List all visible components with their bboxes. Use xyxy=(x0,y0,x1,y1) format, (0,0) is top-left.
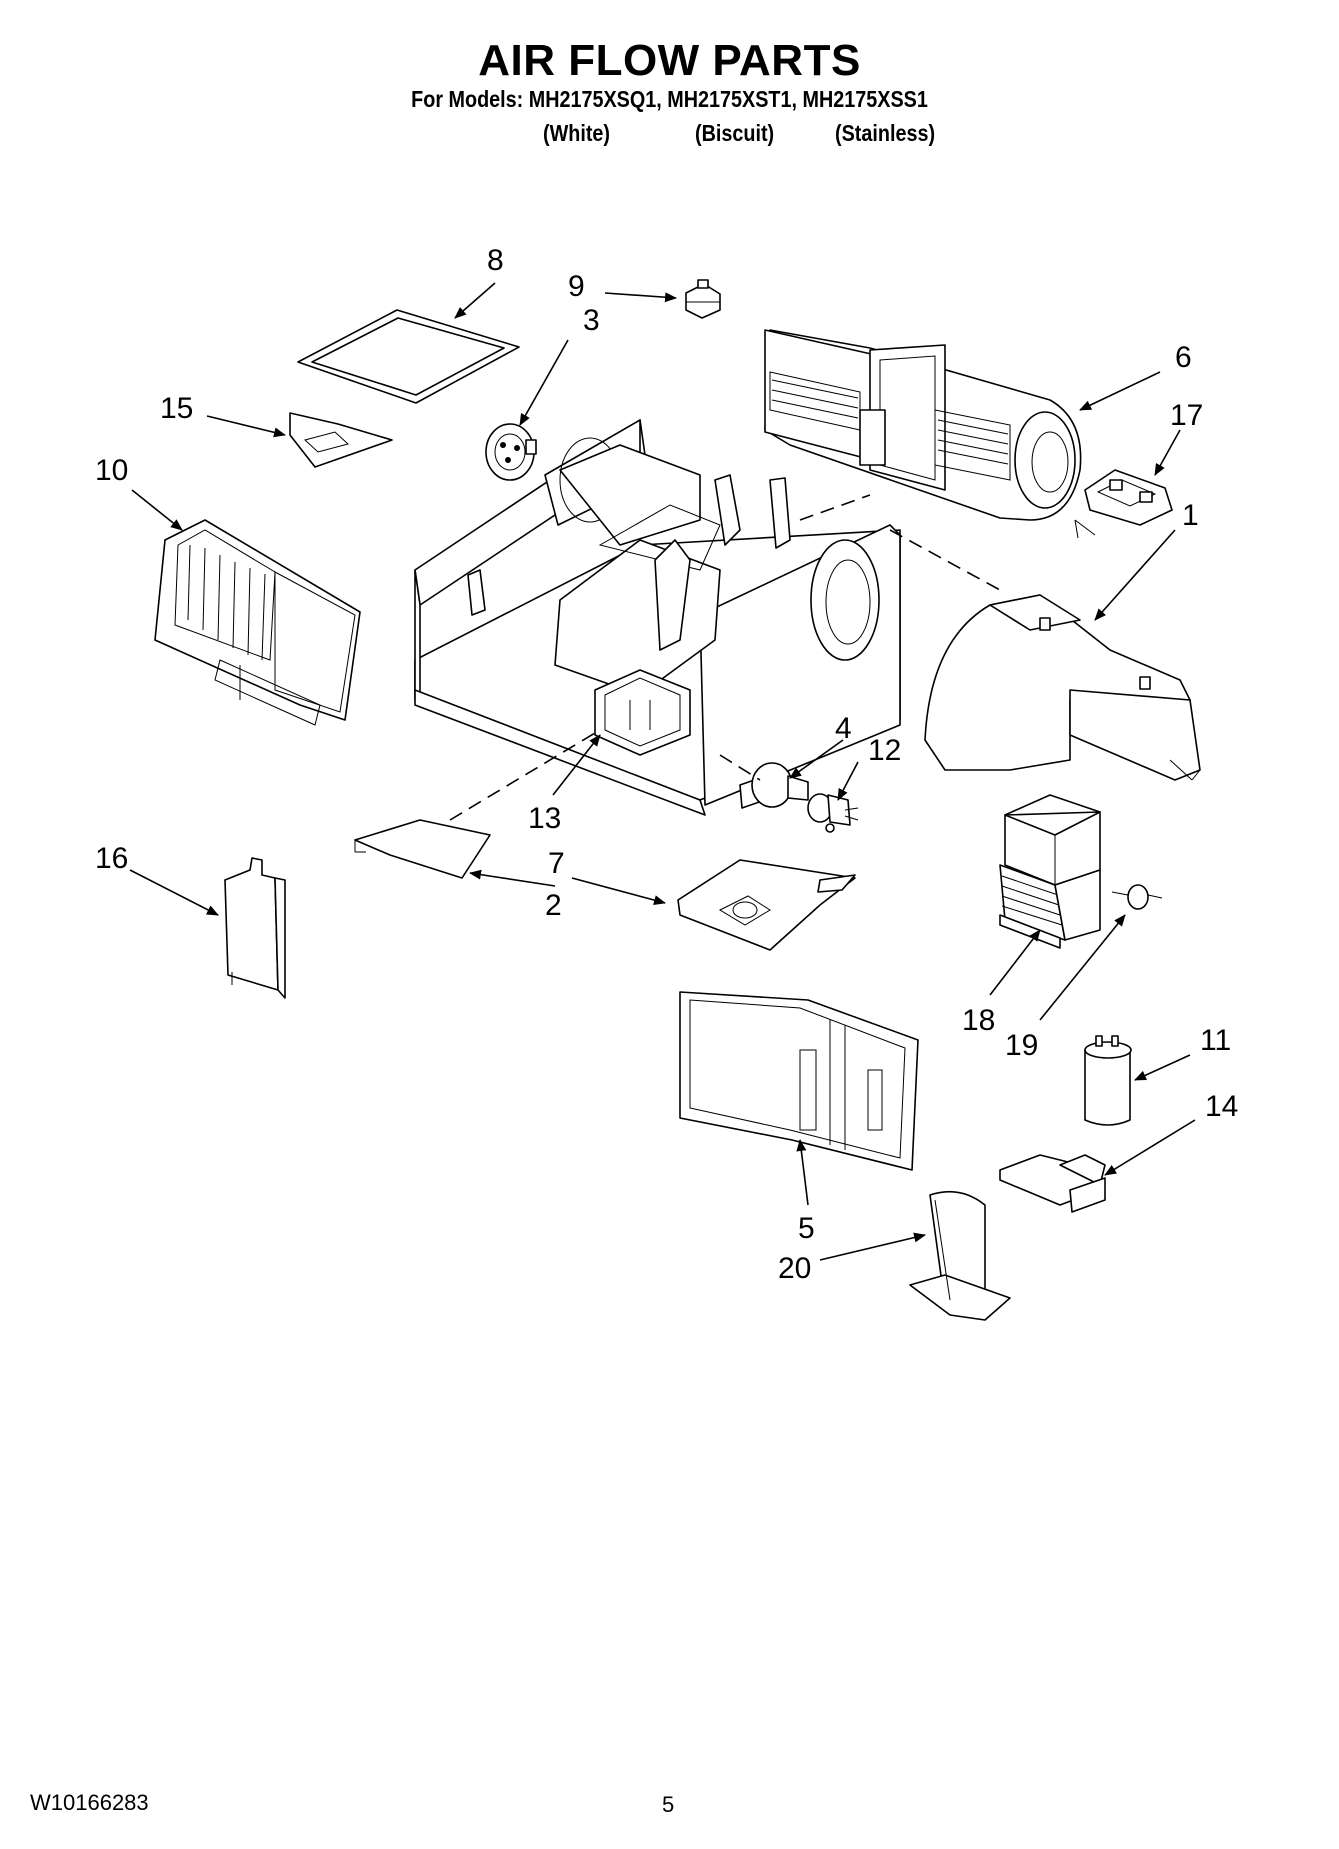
main-airflow-chassis xyxy=(414,419,901,816)
callout-6: 6 xyxy=(1175,341,1192,374)
callout-16: 16 xyxy=(95,842,128,875)
callout-8: 8 xyxy=(487,244,504,277)
models-line: For Models: MH2175XSQ1, MH2175XST1, MH21… xyxy=(411,86,928,112)
callout-13: 13 xyxy=(528,802,561,835)
variant-biscuit: (Biscuit) xyxy=(695,120,775,146)
part-9-connector xyxy=(685,279,721,319)
part-1-air-duct xyxy=(924,594,1201,781)
part-2-cover-plate xyxy=(354,819,491,879)
callout-3: 3 xyxy=(583,304,600,337)
part-15-plate xyxy=(289,412,393,468)
part-3-thermostat xyxy=(485,423,537,481)
callout-7: 7 xyxy=(548,847,565,880)
callout-2: 2 xyxy=(545,889,562,922)
callout-11: 11 xyxy=(1200,1024,1231,1057)
part-19-thermal-cutout xyxy=(1111,884,1163,910)
part-16-shield xyxy=(224,857,286,999)
part-12-lamp-socket xyxy=(807,793,859,833)
callout-14: 14 xyxy=(1205,1090,1238,1123)
callout-17: 17 xyxy=(1170,399,1203,432)
callout-1: 1 xyxy=(1182,499,1199,532)
part-10-vent-grille xyxy=(154,519,361,726)
part-5-rear-panel xyxy=(679,991,919,1171)
part-20-duct xyxy=(909,1190,1011,1321)
part-8-grease-filter xyxy=(297,309,520,404)
part-6-blower-fan xyxy=(764,329,1082,521)
variant-white: (White) xyxy=(543,120,611,146)
part-11-capacitor xyxy=(1084,1035,1132,1126)
callout-18: 18 xyxy=(962,1004,995,1037)
part-7-plate xyxy=(677,859,856,951)
page-number: 5 xyxy=(662,1792,675,1817)
callout-20: 20 xyxy=(778,1252,811,1285)
part-4-lamp-bulb xyxy=(751,762,809,808)
part-14-bracket xyxy=(999,1154,1106,1213)
document-number: W10166283 xyxy=(30,1790,149,1815)
callout-15: 15 xyxy=(160,392,193,425)
page-title: AIR FLOW PARTS xyxy=(478,36,861,85)
callout-5: 5 xyxy=(798,1212,815,1245)
assembly-dash-lines xyxy=(449,494,1001,821)
part-17-bracket xyxy=(1074,469,1173,539)
leader-arrows xyxy=(129,282,1196,1261)
callout-12: 12 xyxy=(868,734,901,767)
part-18-magnetron xyxy=(999,794,1101,949)
callout-10: 10 xyxy=(95,454,128,487)
variant-stainless: (Stainless) xyxy=(835,120,936,146)
callout-9: 9 xyxy=(568,270,585,303)
callout-4: 4 xyxy=(835,712,852,745)
callout-labels: 8 9 3 6 17 15 10 1 4 12 13 16 7 2 18 19 … xyxy=(95,244,1238,1285)
callout-19: 19 xyxy=(1005,1029,1038,1062)
